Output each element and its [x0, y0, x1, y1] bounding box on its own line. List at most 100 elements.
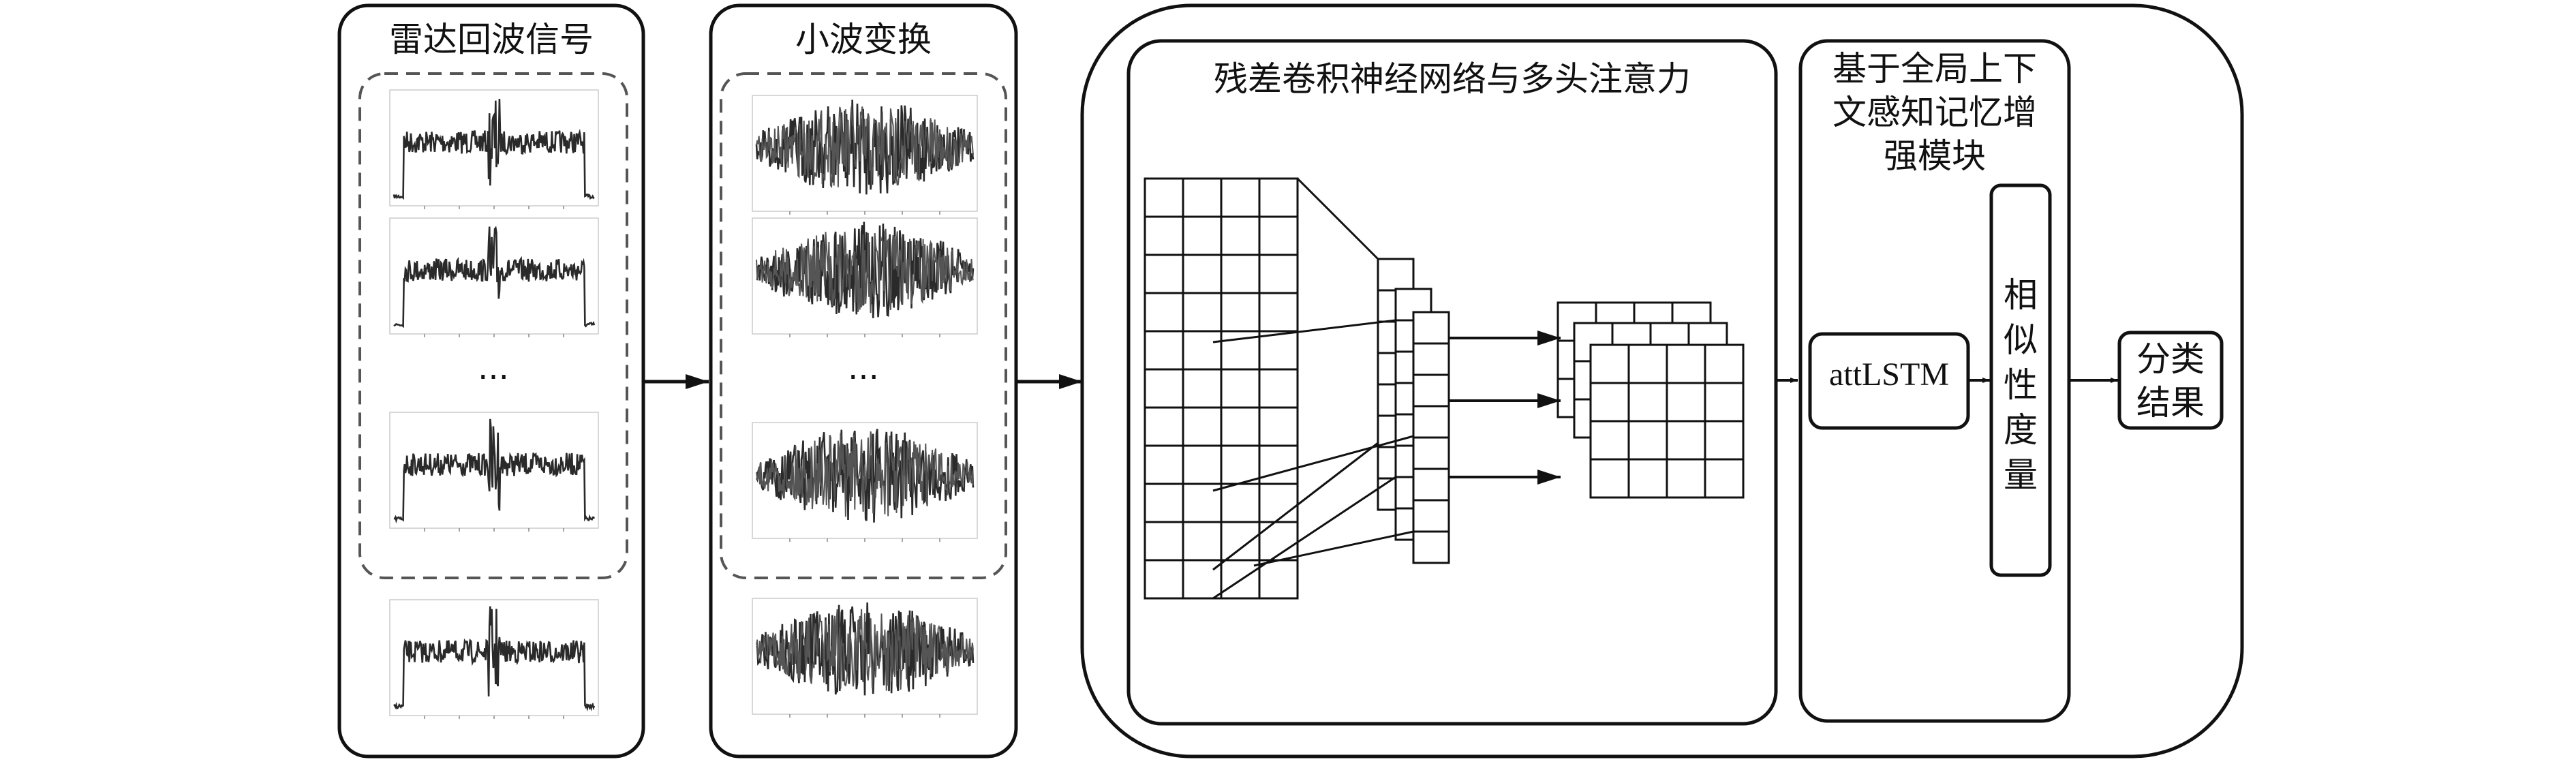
conv-cell — [1412, 342, 1450, 376]
conv-cell — [1377, 258, 1415, 292]
feature-cell — [1704, 343, 1745, 384]
projection-line — [1212, 319, 1396, 343]
projection-lines — [1212, 177, 1414, 600]
conv-cell — [1412, 530, 1450, 564]
signal-trace — [393, 418, 596, 524]
grid-cell — [1220, 521, 1261, 562]
grid-cell — [1182, 330, 1223, 371]
conv-output-arrows — [1449, 331, 1561, 485]
signal-trace — [756, 106, 974, 189]
similarity-measure-label: 相 似 性 度 量 — [1991, 273, 2050, 497]
feature-cell — [1627, 420, 1668, 461]
grid-cell — [1258, 177, 1299, 218]
grid-cell — [1258, 559, 1299, 600]
wavelet-ellipsis: ... — [848, 349, 879, 387]
feature-cell — [1589, 343, 1630, 384]
feature-cell — [1589, 458, 1630, 499]
feature-cell — [1704, 382, 1745, 423]
grid-cell — [1144, 444, 1184, 485]
classification-result-line-2: 结果 — [2119, 382, 2222, 424]
input-feature-grid — [1144, 177, 1299, 600]
radar-group-dashed-box — [358, 72, 628, 579]
radar-echo-panel — [337, 3, 645, 759]
signal-trace — [756, 609, 974, 691]
signal-trace — [756, 228, 974, 313]
feature-cell — [1704, 420, 1745, 461]
radar-signal-2 — [389, 217, 599, 337]
grid-cell — [1220, 482, 1261, 523]
grid-cell — [1182, 254, 1223, 294]
grid-cell — [1182, 368, 1223, 409]
grid-cell — [1144, 215, 1184, 256]
projection-line — [1212, 442, 1379, 571]
wavelet-signal-1 — [752, 95, 978, 215]
memory-title-line-3: 强模块 — [1884, 136, 1986, 176]
grid-cell — [1144, 482, 1184, 523]
feature-cell — [1666, 458, 1706, 499]
grid-cell — [1182, 215, 1223, 256]
signal-trace — [393, 226, 596, 328]
signal-trace — [393, 98, 595, 200]
feature-cell — [1704, 458, 1745, 499]
radar-signal-3 — [389, 412, 599, 532]
radar-panel-title: 雷达回波信号 — [389, 20, 594, 59]
signal-trace — [393, 606, 596, 712]
grid-cell — [1144, 559, 1184, 600]
output-feature-stack — [1557, 301, 1745, 499]
memory-title-line-1: 基于全局上下 — [1833, 49, 2037, 89]
grid-cell — [1258, 368, 1299, 409]
feature-cell — [1589, 382, 1630, 423]
similarity-measure-box — [1989, 183, 2052, 577]
grid-cell — [1182, 521, 1223, 562]
classification-result-line-1: 分类 — [2119, 338, 2222, 380]
projection-line — [1253, 530, 1414, 567]
memory-title-line-2: 文感知记忆增 — [1833, 93, 2037, 132]
grid-cell — [1220, 444, 1261, 485]
grid-cell — [1144, 406, 1184, 447]
result-char-1: 分 — [2136, 339, 2171, 379]
similarity-char-4: 度 — [2004, 410, 2038, 450]
radar-ellipsis: ... — [478, 349, 509, 387]
grid-cell — [1258, 444, 1299, 485]
grid-cell — [1144, 177, 1184, 218]
grid-cell — [1220, 406, 1261, 447]
wavelet-panel-title: 小波变换 — [795, 20, 932, 59]
grid-cell — [1258, 482, 1299, 523]
signal-trace — [756, 431, 974, 517]
conv-column-stack — [1377, 258, 1450, 564]
resnet-attention-panel — [1126, 39, 1778, 726]
feature-cell — [1627, 343, 1668, 384]
wavelet-panel — [709, 3, 1018, 759]
grid-cell — [1258, 330, 1299, 371]
grid-cell — [1182, 559, 1223, 600]
grid-cell — [1258, 254, 1299, 294]
grid-cell — [1182, 292, 1223, 333]
attlstm-label: attLSTM — [1829, 356, 1949, 393]
wavelet-signal-2 — [752, 217, 978, 337]
similarity-char-2: 似 — [2004, 320, 2038, 360]
result-char-2: 类 — [2171, 339, 2205, 379]
wavelet-signal-3 — [752, 422, 978, 542]
grid-cell — [1182, 444, 1223, 485]
similarity-char-3: 性 — [2004, 365, 2038, 405]
grid-cell — [1182, 406, 1223, 447]
grid-cell — [1220, 292, 1261, 333]
radar-signal-4 — [389, 599, 599, 719]
grid-cell — [1182, 177, 1223, 218]
classification-result-box — [2117, 331, 2224, 430]
feature-cell — [1666, 343, 1706, 384]
projection-line — [1296, 177, 1379, 260]
grid-cell — [1144, 368, 1184, 409]
grid-cell — [1220, 254, 1261, 294]
feature-cell — [1627, 458, 1668, 499]
feature-cell — [1666, 420, 1706, 461]
grid-cell — [1144, 254, 1184, 294]
grid-cell — [1258, 292, 1299, 333]
conv-cell — [1412, 311, 1450, 345]
signal-trace — [756, 602, 975, 696]
resnet-panel-frame — [1126, 39, 1778, 726]
grid-cell — [1220, 368, 1261, 409]
projection-line — [1212, 435, 1414, 492]
wavelet-group-dashed-box — [720, 72, 1007, 579]
